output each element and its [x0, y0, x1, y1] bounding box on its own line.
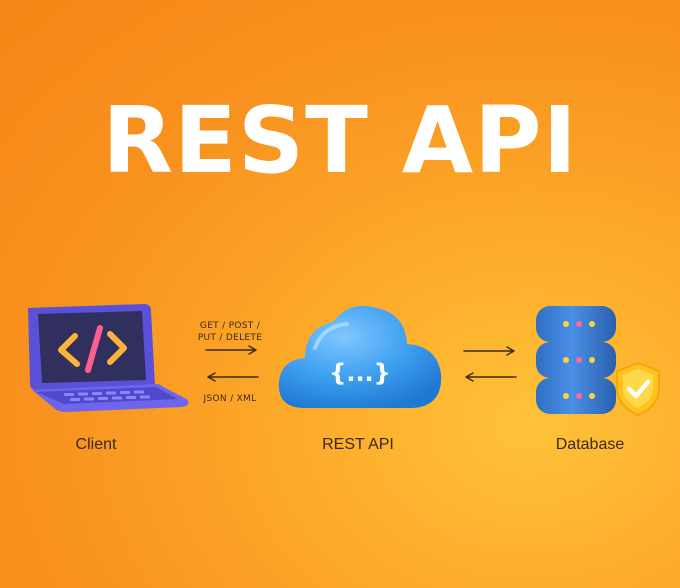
database-to-api-arrow-icon [465, 372, 517, 382]
request-methods-label-line2: PUT / DELETE [197, 333, 263, 343]
api-label: REST API [322, 436, 394, 453]
api-to-database-arrow-icon [463, 346, 515, 356]
response-arrow-icon [207, 372, 259, 382]
cloud-icon [278, 305, 442, 408]
client-label: Client [75, 436, 117, 453]
database-node [530, 300, 626, 420]
request-arrow-icon [205, 345, 257, 355]
request-methods-label-line1: GET / POST / [199, 321, 261, 331]
page-title: REST API [102, 87, 578, 194]
response-format-label: JSON / XML [203, 394, 257, 404]
api-node: {...} [275, 298, 445, 416]
shield-check-icon [616, 361, 660, 417]
database-server-icon [536, 306, 616, 414]
database-label: Database [555, 436, 625, 453]
api-symbol: {...} [329, 359, 391, 387]
client-node [18, 300, 190, 412]
laptop-code-icon [28, 304, 189, 412]
